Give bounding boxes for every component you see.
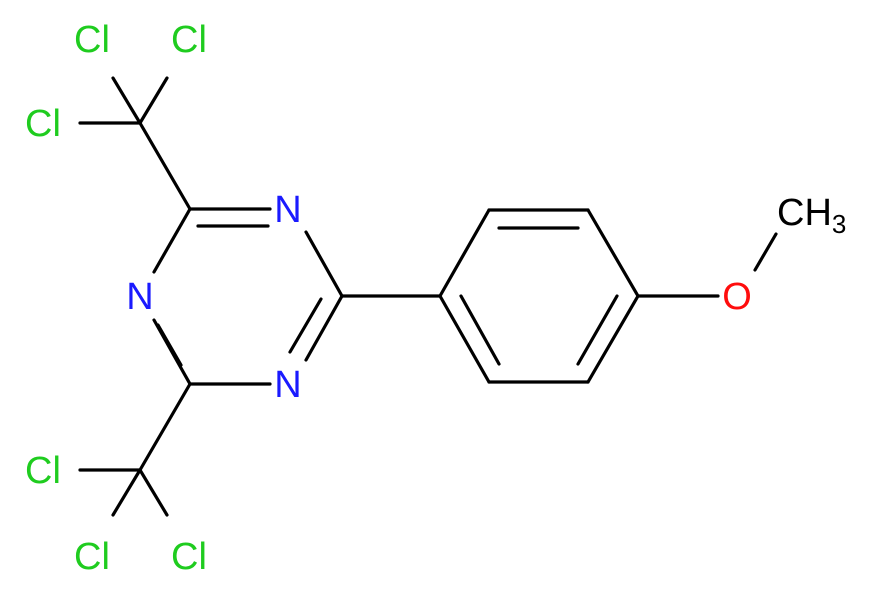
bond-c4-ccl3-bottom	[138, 382, 192, 472]
atom-chlorine-2: Cl	[171, 19, 207, 61]
bond-meta-para-top	[586, 208, 640, 298]
bond-c6-n-bottom-inner	[288, 297, 323, 354]
bond-n-top-c6	[304, 230, 344, 298]
atom-methyl: CH3	[777, 192, 846, 239]
bond-c6-n-bottom	[304, 294, 344, 362]
bond-ccl3-cl1	[111, 76, 142, 125]
bond-c2-ccl3-top	[138, 121, 192, 211]
methyl-label: CH	[777, 192, 832, 234]
atom-chlorine-4: Cl	[25, 450, 61, 492]
atom-chlorine-1: Cl	[74, 19, 110, 61]
bond-para-meta-bottom	[586, 294, 640, 384]
methyl-subscript: 3	[832, 209, 846, 239]
phenyl-ring	[340, 208, 640, 384]
bond-ipso-ortho-top	[438, 208, 491, 298]
bond-ortho-ipso-bottom-inner	[459, 294, 501, 366]
atom-nitrogen-top: N	[274, 189, 301, 231]
bond-oxygen-methyl	[753, 232, 778, 272]
bond-n-left-c2	[152, 207, 192, 274]
bond-ortho-ipso-bottom	[438, 294, 491, 384]
bond-ccl3-cl2	[138, 76, 169, 125]
trichloromethyl-top	[78, 76, 192, 211]
bond-ccl3-cl6	[138, 468, 169, 517]
atom-chlorine-3: Cl	[25, 103, 61, 145]
bond-para-meta-bottom-inner	[576, 294, 619, 366]
atom-chlorine-6: Cl	[171, 536, 207, 578]
trichloromethyl-bottom	[78, 382, 192, 517]
atom-nitrogen-bottom: N	[274, 364, 301, 406]
bond-ccl3-cl5	[111, 468, 142, 517]
atom-chlorine-5: Cl	[74, 536, 110, 578]
bond-c4-n-left-inner	[156, 323, 183, 367]
triazine-ring	[152, 207, 344, 386]
methoxy-group	[636, 232, 778, 298]
atom-nitrogen-left: N	[126, 276, 153, 318]
atom-oxygen: O	[722, 276, 752, 318]
